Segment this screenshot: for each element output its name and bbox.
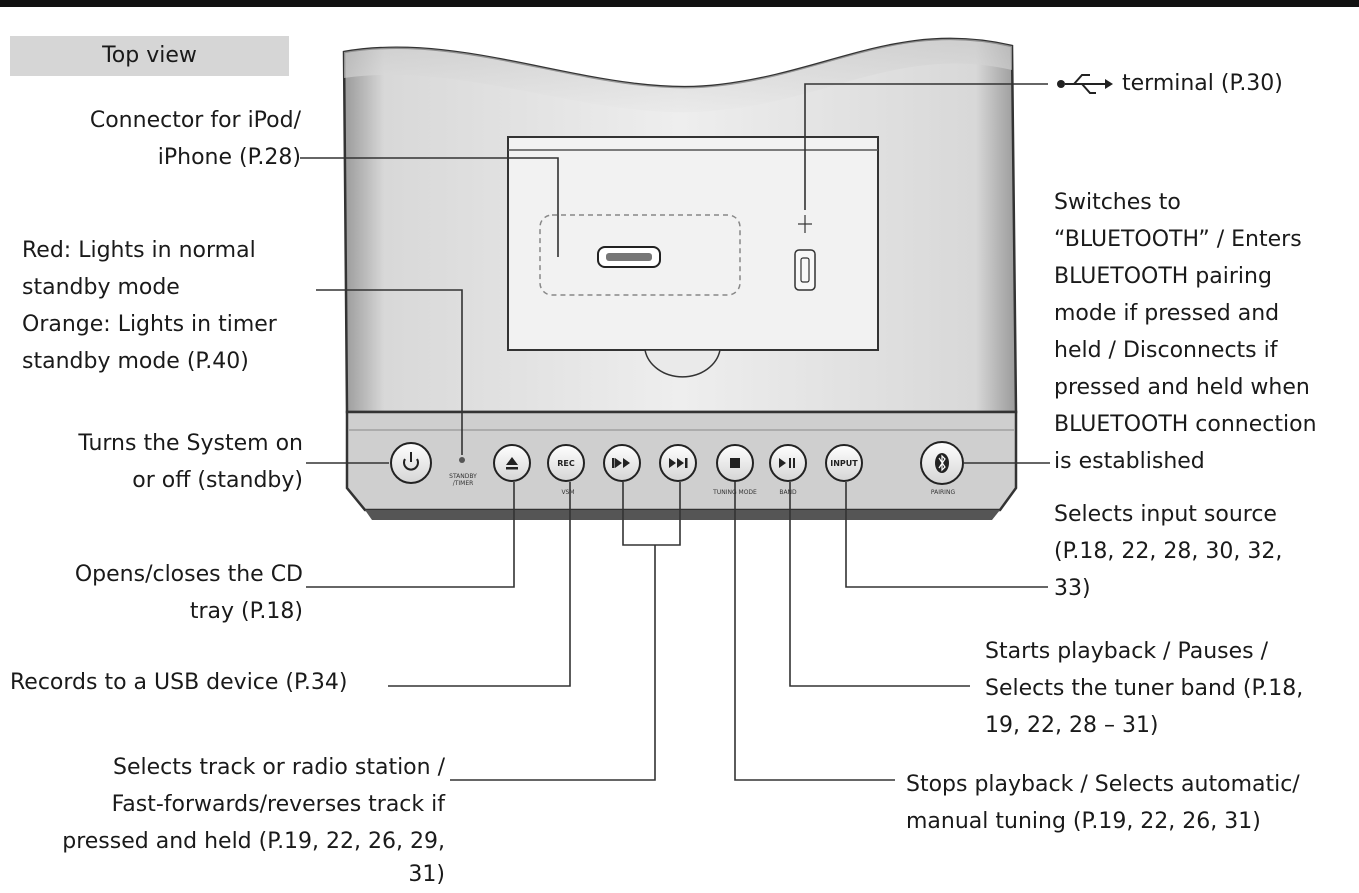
bluetooth-desc-6: pressed and held when [1054, 375, 1310, 400]
usb-symbol-icon [1057, 74, 1113, 94]
input-desc-1: Selects input source [1054, 502, 1277, 527]
eject-desc-2: tray (P.18) [189, 599, 303, 624]
input-desc-3: 33) [1054, 576, 1091, 601]
play-desc-1: Starts playback / Pauses / [985, 639, 1269, 664]
bluetooth-desc-5: held / Disconnects if [1054, 338, 1278, 363]
eject-button [493, 444, 531, 482]
next-button [659, 444, 697, 482]
bluetooth-desc-1: Switches to [1054, 190, 1181, 215]
power-button [390, 442, 432, 484]
bluetooth-button [920, 441, 964, 485]
pairing-label: PAIRING [931, 489, 956, 496]
standby-desc-3: Orange: Lights in timer [22, 312, 277, 337]
standby-desc-4: standby mode (P.40) [22, 349, 249, 374]
standby-led [459, 457, 465, 463]
vsm-label: VSM [561, 489, 574, 496]
play-desc-3: 19, 22, 28 – 31) [985, 713, 1159, 738]
section-tag: Top view [10, 36, 289, 76]
skip-desc-2: Fast-forwards/reverses track if [111, 792, 445, 817]
play-pause-button [769, 444, 807, 482]
stop-icon [730, 458, 740, 468]
stop-button [716, 444, 754, 482]
bluetooth-icon [935, 453, 949, 473]
skip-desc-4: 31) [408, 862, 445, 887]
prev-button [603, 444, 641, 482]
rec-label: REC [557, 459, 575, 468]
bluetooth-desc-8: is established [1054, 449, 1205, 474]
power-icon [403, 452, 419, 471]
play-desc-2: Selects the tuner band (P.18, [985, 676, 1304, 701]
input-button: INPUT [825, 444, 863, 482]
top-rule [0, 0, 1359, 7]
leader-lines [300, 83, 1050, 781]
standby-desc-2: standby mode [22, 275, 180, 300]
standby-label-1: STANDBY [449, 473, 477, 480]
input-desc-2: (P.18, 22, 28, 30, 32, [1054, 539, 1283, 564]
usb-icon [794, 215, 816, 291]
bluetooth-desc-7: BLUETOOTH connection [1054, 412, 1317, 437]
skip-desc-3: pressed and held (P.19, 22, 26, 29, [62, 829, 445, 854]
bluetooth-desc-4: mode if pressed and [1054, 301, 1280, 326]
eject-icon [506, 457, 518, 470]
input-label: INPUT [830, 459, 858, 468]
next-icon [669, 458, 688, 468]
power-desc-1: Turns the System on [78, 431, 303, 456]
skip-desc-1: Selects track or radio station / [113, 755, 445, 780]
band-label: BAND [779, 489, 797, 496]
dock-recess [507, 136, 879, 351]
ipod-connector-label-2: iPhone (P.28) [157, 145, 301, 170]
prev-icon [612, 458, 630, 468]
power-desc-2: or off (standby) [132, 468, 303, 493]
rec-button: REC [547, 444, 585, 482]
stop-desc-2: manual tuning (P.19, 22, 26, 31) [906, 809, 1261, 834]
record-desc: Records to a USB device (P.34) [10, 670, 348, 695]
bluetooth-desc-3: BLUETOOTH pairing [1054, 264, 1272, 289]
standby-desc-1: Red: Lights in normal [22, 238, 256, 263]
eject-desc-1: Opens/closes the CD [74, 562, 303, 587]
usb-terminal-label: terminal (P.30) [1122, 71, 1283, 96]
bluetooth-desc-2: “BLUETOOTH” / Enters [1054, 227, 1302, 252]
standby-label-2: /TIMER [453, 480, 474, 487]
dock-connector-icon [597, 246, 661, 268]
play-pause-icon [779, 458, 795, 468]
stop-desc-1: Stops playback / Selects automatic/ [906, 772, 1300, 797]
ipod-connector-label-1: Connector for iPod/ [89, 108, 301, 133]
